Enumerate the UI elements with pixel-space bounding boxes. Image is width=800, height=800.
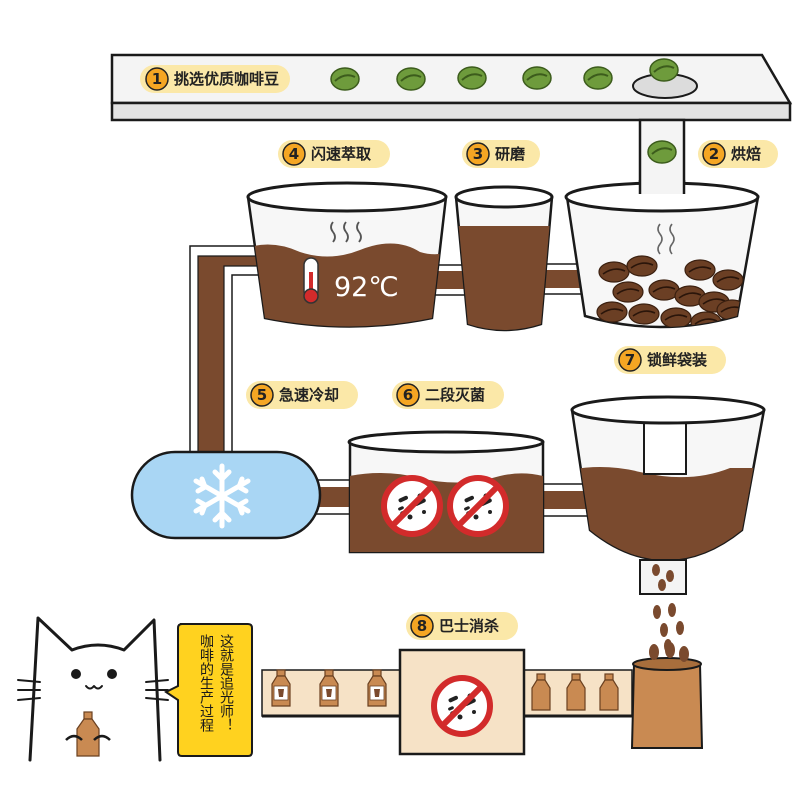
speech-bubble: 这就是追光师！ 咖啡的生产过程 bbox=[164, 623, 253, 757]
coffee-bean-icon bbox=[330, 67, 360, 91]
step-3-number: 3 bbox=[473, 145, 483, 163]
step-4-number: 4 bbox=[289, 145, 299, 163]
green-beans-row bbox=[330, 58, 698, 99]
coffee-cup bbox=[630, 642, 704, 749]
no-bacteria-icon bbox=[384, 478, 440, 534]
thermometer-icon bbox=[303, 257, 319, 304]
step-2-number: 2 bbox=[709, 145, 719, 163]
step-5-text: 急速冷却 bbox=[279, 386, 339, 404]
step-7-number: 7 bbox=[625, 351, 635, 369]
snowflake-icon bbox=[193, 463, 251, 529]
cat-mascot bbox=[17, 616, 169, 762]
step-7-text: 锁鲜袋装 bbox=[647, 351, 708, 369]
bagging-funnel bbox=[570, 395, 766, 595]
sterilizer-tank bbox=[347, 430, 545, 554]
step-8-text: 巴士消杀 bbox=[439, 617, 499, 635]
step-3-text: 研磨 bbox=[495, 145, 526, 163]
bubble-text-right: 这就是追光师！ bbox=[218, 633, 234, 732]
step-1-text: 挑选优质咖啡豆 bbox=[174, 70, 279, 88]
step-6-number: 6 bbox=[403, 386, 413, 404]
step-7-label: 7 锁鲜袋装 bbox=[614, 346, 726, 374]
step-4-label: 4 闪速萃取 bbox=[278, 140, 390, 168]
step-6-text: 二段灭菌 bbox=[425, 386, 485, 404]
step-1-label: 1 挑选优质咖啡豆 bbox=[140, 65, 290, 93]
step-5-number: 5 bbox=[257, 386, 267, 404]
no-bacteria-icon bbox=[450, 478, 506, 534]
cat-bottle bbox=[65, 711, 111, 757]
step-8-label: 8 巴士消杀 bbox=[406, 612, 518, 640]
pipes bbox=[189, 245, 601, 517]
step-6-label: 6 二段灭菌 bbox=[392, 381, 504, 409]
step-1-number: 1 bbox=[152, 70, 162, 88]
disinfection-chamber bbox=[398, 648, 526, 756]
coffee-bean-icon bbox=[522, 66, 552, 90]
step-8-number: 8 bbox=[417, 617, 427, 635]
bubble-text-left: 咖啡的生产过程 bbox=[198, 634, 214, 733]
cooler-tank bbox=[130, 450, 322, 540]
grinder-cup bbox=[454, 185, 554, 332]
coffee-bean-icon bbox=[647, 140, 677, 164]
extraction-vessel: 92℃ bbox=[246, 181, 448, 328]
roaster-vessel bbox=[564, 180, 760, 329]
step-2-text: 烘焙 bbox=[731, 145, 761, 163]
step-3-label: 3 研磨 bbox=[462, 140, 540, 168]
coffee-bean-icon bbox=[583, 66, 613, 90]
extraction-temperature: 92℃ bbox=[334, 272, 399, 303]
step-5-label: 5 急速冷却 bbox=[246, 381, 358, 409]
coffee-bean-icon bbox=[649, 58, 679, 82]
coffee-bean-icon bbox=[396, 67, 426, 91]
step-4-text: 闪速萃取 bbox=[311, 145, 372, 163]
step-2-label: 2 烘焙 bbox=[698, 140, 778, 168]
no-bacteria-icon bbox=[434, 678, 490, 734]
plain-bottles bbox=[531, 673, 619, 711]
coffee-bean-icon bbox=[457, 66, 487, 90]
